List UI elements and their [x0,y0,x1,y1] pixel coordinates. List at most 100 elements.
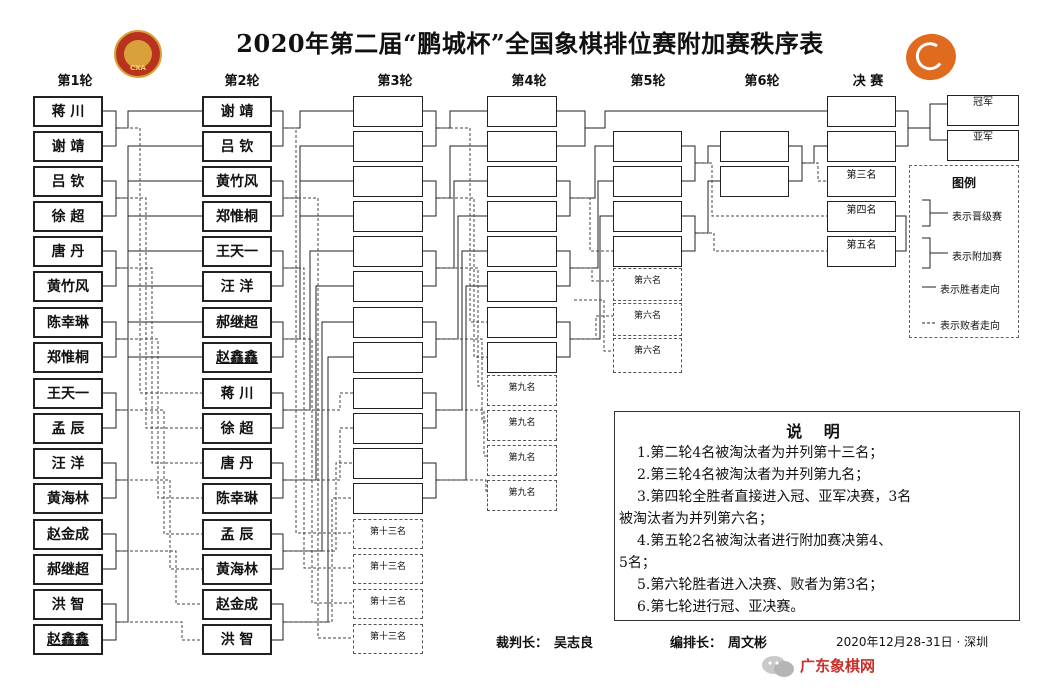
thirteenth-place-1: 第十三名 [353,519,423,549]
round-header-5: 第5轮 [630,74,666,89]
round-header-6: 第6轮 [744,74,780,89]
cxa-logo: CXA [114,30,162,78]
r2-player-16: 洪 智 [202,624,272,655]
r3-slot-7 [353,307,423,338]
referee-name: 吴志良 [554,636,594,651]
note-line-5: 4.第五轮2名被淘汰者进行附加赛决第4、 [637,533,893,549]
r3-slot-9 [353,378,423,409]
r5-slot-4 [613,236,682,267]
r1-player-8: 郑惟桐 [33,342,103,373]
r3-slot-5 [353,236,423,267]
legend-main-bracket: 表示晋级赛 [952,212,1002,223]
final-slot-1 [827,96,896,127]
note-line-8: 6.第七轮进行冠、亚决赛。 [637,599,805,615]
round1-loser-lines [120,127,203,641]
r6-slot-2 [720,166,789,197]
ninth-place-2: 第九名 [487,410,557,441]
thirteenth-place-4: 第十三名 [353,624,423,654]
legend-winner-path: 表示胜者走向 [940,285,1000,296]
r1-player-11: 汪 洋 [33,448,103,479]
round3-to-round4-lines [423,110,488,499]
thirteenth-place-3: 第十三名 [353,589,423,619]
thirteenth-place-2: 第十三名 [353,554,423,584]
r1-player-6: 黄竹风 [33,271,103,302]
cxa-logo-emblem [124,40,152,68]
round-header-1: 第1轮 [57,74,93,89]
r2-player-12: 陈幸琳 [202,483,272,514]
ninth-place-4: 第九名 [487,480,557,511]
r5-slot-1 [613,131,682,162]
round6-to-final-lines [720,103,947,252]
round2-to-round3-lines [271,110,353,641]
r2-player-15: 赵金成 [202,589,272,620]
fifth-place-box: 第五名 [827,236,896,267]
r1-player-10: 孟 辰 [33,413,103,444]
r1-player-7: 陈幸琳 [33,307,103,338]
arranger-label: 编排长： [670,636,723,651]
r1-player-12: 黄海林 [33,483,103,514]
legend: 图例 表示晋级赛 表示附加赛 表示胜者走向 表示败者走向 [909,165,1019,338]
round4-to-round5-lines [556,110,720,358]
r2-player-9: 蒋 川 [202,378,272,409]
round-header-3: 第3轮 [377,74,413,89]
legend-title: 图例 [951,176,976,190]
note-line-3: 3.第四轮全胜者直接进入冠、亚军决赛，3名 [637,489,912,505]
r2-player-2: 吕 钦 [202,131,272,162]
r3-slot-12 [353,483,423,514]
ninth-place-3: 第九名 [487,445,557,476]
ninth-place-1: 第九名 [487,375,557,406]
arranger: 编排长： 周文彬 [670,632,767,651]
r1-player-9: 王天一 [33,378,103,409]
wechat-icon [762,656,794,677]
r3-slot-10 [353,413,423,444]
r4-slot-2 [487,131,557,162]
r2-player-13: 孟 辰 [202,519,272,550]
r2-player-4: 郑惟桐 [202,201,272,232]
referee: 裁判长： 吴志良 [496,632,593,651]
notes-panel: 说 明 1.第二轮4名被淘汰者为并列第十三名； 2.第三轮4名被淘汰者为并列第九… [614,411,1020,621]
r2-player-6: 汪 洋 [202,271,272,302]
note-line-1: 1.第二轮4名被淘汰者为并列第十三名； [637,445,884,461]
referee-label: 裁判长： [496,636,549,651]
r2-player-10: 徐 超 [202,413,272,444]
r4-slot-5 [487,236,557,267]
r3-slot-4 [353,201,423,232]
sixth-place-2: 第六名 [613,303,682,336]
r3-slot-11 [353,448,423,479]
r4-slot-8 [487,342,557,373]
note-line-7: 5.第六轮胜者进入决赛、败者为第3名； [637,577,884,593]
fourth-place-box: 第四名 [827,201,896,232]
sixth-place-1: 第六名 [613,268,682,301]
round3-loser-lines [440,127,488,492]
r2-player-14: 黄海林 [202,554,272,585]
r4-slot-1 [487,96,557,127]
r1-player-2: 谢 靖 [33,131,103,162]
note-line-6: 5名； [619,555,656,571]
note-line-2: 2.第三轮4名被淘汰者为并列第九名； [637,467,870,483]
round-header-4: 第4轮 [511,74,547,89]
r3-slot-2 [353,131,423,162]
r2-player-5: 王天一 [202,236,272,267]
r2-player-1: 谢 靖 [202,96,272,127]
r1-player-5: 唐 丹 [33,236,103,267]
runner-up-box: 亚军 [947,130,1019,161]
page-title: 2020年第二届“鹏城杯”全国象棋排位赛附加赛秩序表 [236,29,824,58]
round-header-2: 第2轮 [224,74,260,89]
r4-slot-6 [487,271,557,302]
r1-player-15: 洪 智 [33,589,103,620]
round6-loser-lines [806,162,827,182]
r5-slot-3 [613,201,682,232]
r1-player-4: 徐 超 [33,201,103,232]
r2-player-8: 赵鑫鑫 [202,342,272,373]
r3-slot-1 [353,96,423,127]
arranger-name: 周文彬 [728,636,768,651]
r2-player-7: 郝继超 [202,307,272,338]
round-header-final: 决 赛 [852,74,884,89]
legend-extra-bracket: 表示附加赛 [952,252,1002,263]
r3-slot-3 [353,166,423,197]
round1-to-round2-lines [102,110,203,641]
r1-player-3: 吕 钦 [33,166,103,197]
third-place-box: 第三名 [827,166,896,197]
round2-loser-lines [283,127,353,639]
